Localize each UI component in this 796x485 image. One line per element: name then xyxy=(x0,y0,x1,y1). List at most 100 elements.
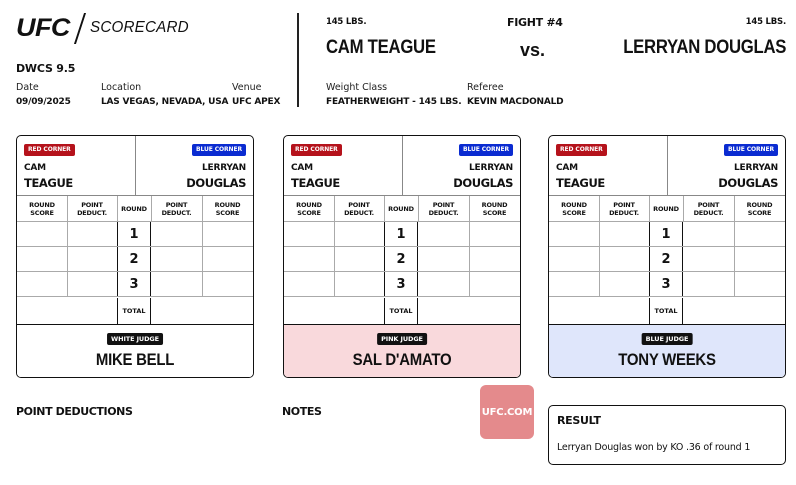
blue-corner-badge: BLUE CORNER xyxy=(723,144,778,156)
blue-round-score-cell[interactable] xyxy=(202,247,253,271)
point-deductions-title: POINT DEDUCTIONS xyxy=(16,405,133,418)
red-round-score-header: ROUND SCORE xyxy=(29,200,55,217)
total-label: TOTAL xyxy=(384,298,418,324)
red-round-score-cell[interactable] xyxy=(549,247,599,271)
red-point-deduct-cell[interactable] xyxy=(334,222,384,246)
red-point-deduct-cell[interactable] xyxy=(599,222,649,246)
red-point-deduct-header: POINT DEDUCT. xyxy=(77,200,107,217)
round-number: 1 xyxy=(384,222,418,246)
red-corner-badge: RED CORNER xyxy=(556,144,607,156)
judge-tag: WHITE JUDGE xyxy=(107,333,163,345)
blue-point-deduct-cell[interactable] xyxy=(683,272,734,296)
red-round-score-cell[interactable] xyxy=(284,247,334,271)
red-round-score-cell[interactable] xyxy=(284,272,334,296)
blue-point-deduct-cell[interactable] xyxy=(418,272,469,296)
blue-fighter-name: LERRYAN DOUGLAS xyxy=(623,37,786,58)
blue-round-score-cell[interactable] xyxy=(469,247,520,271)
round-number: 2 xyxy=(649,247,683,271)
red-total-cell[interactable] xyxy=(284,298,384,324)
blue-round-score-cell[interactable] xyxy=(734,272,785,296)
total-row: TOTAL xyxy=(284,298,520,324)
red-last-name: TEAGUE xyxy=(556,176,605,190)
blue-point-deduct-cell[interactable] xyxy=(151,272,202,296)
event-name: DWCS 9.5 xyxy=(16,62,76,75)
red-last-name: TEAGUE xyxy=(24,176,73,190)
blue-round-score-cell[interactable] xyxy=(734,247,785,271)
red-corner-badge: RED CORNER xyxy=(291,144,342,156)
round-header: ROUND xyxy=(121,204,147,213)
blue-point-deduct-header: POINT DEDUCT. xyxy=(161,200,192,217)
blue-point-deduct-cell[interactable] xyxy=(418,247,469,271)
red-first-name: CAM xyxy=(556,163,578,173)
red-round-score-cell[interactable] xyxy=(17,247,67,271)
red-total-cell[interactable] xyxy=(549,298,649,324)
blue-first-name: LERRYAN xyxy=(201,163,246,173)
round-number: 3 xyxy=(649,272,683,296)
blue-total-cell[interactable] xyxy=(151,298,253,324)
ufc-com-button[interactable]: UFC.COM xyxy=(480,385,534,439)
total-row: TOTAL xyxy=(17,298,253,324)
blue-round-score-header: ROUND SCORE xyxy=(746,200,773,217)
red-point-deduct-cell[interactable] xyxy=(334,272,384,296)
blue-point-deduct-cell[interactable] xyxy=(683,247,734,271)
red-round-score-cell[interactable] xyxy=(17,222,67,246)
round-number: 3 xyxy=(117,272,151,296)
blue-round-score-cell[interactable] xyxy=(469,272,520,296)
location-label: Location xyxy=(101,82,142,93)
blue-point-deduct-cell[interactable] xyxy=(151,247,202,271)
blue-total-cell[interactable] xyxy=(418,298,520,324)
judge-area: BLUE JUDGE TONY WEEKS xyxy=(549,324,785,377)
blue-round-score-cell[interactable] xyxy=(202,222,253,246)
judge-scorecard-2: RED CORNER BLUE CORNER CAM TEAGUE LERRYA… xyxy=(283,135,521,378)
score-grid-header: ROUND SCORE POINT DEDUCT. ROUND POINT DE… xyxy=(549,196,785,222)
blue-point-deduct-cell[interactable] xyxy=(151,222,202,246)
blue-round-score-cell[interactable] xyxy=(469,222,520,246)
blue-first-name: LERRYAN xyxy=(733,163,778,173)
vs-label: vs. xyxy=(520,40,546,60)
judge-name: MIKE BELL xyxy=(95,350,175,369)
header-divider xyxy=(297,13,299,107)
round-row: 3 xyxy=(284,272,520,297)
result-title: RESULT xyxy=(557,414,601,427)
round-number: 1 xyxy=(649,222,683,246)
blue-round-score-header: ROUND SCORE xyxy=(214,200,241,217)
blue-round-score-cell[interactable] xyxy=(202,272,253,296)
blue-point-deduct-cell[interactable] xyxy=(683,222,734,246)
corner-divider xyxy=(667,136,668,196)
round-row: 1 xyxy=(549,222,785,247)
red-point-deduct-cell[interactable] xyxy=(67,247,117,271)
scorecard-header: UFC SCORECARD DWCS 9.5 Date 09/09/2025 L… xyxy=(0,0,796,120)
total-label: TOTAL xyxy=(649,298,683,324)
red-round-score-cell[interactable] xyxy=(549,272,599,296)
red-round-score-cell[interactable] xyxy=(17,272,67,296)
round-row: 1 xyxy=(17,222,253,247)
red-total-cell[interactable] xyxy=(17,298,117,324)
red-point-deduct-cell[interactable] xyxy=(67,222,117,246)
score-grid-header: ROUND SCORE POINT DEDUCT. ROUND POINT DE… xyxy=(284,196,520,222)
judge-scorecard-1: RED CORNER BLUE CORNER CAM TEAGUE LERRYA… xyxy=(16,135,254,378)
red-round-score-cell[interactable] xyxy=(284,222,334,246)
round-header: ROUND xyxy=(388,204,414,213)
result-text: Lerryan Douglas won by KO .36 of round 1 xyxy=(557,442,751,453)
round-number: 3 xyxy=(384,272,418,296)
round-row: 1 xyxy=(284,222,520,247)
red-first-name: CAM xyxy=(291,163,313,173)
red-point-deduct-cell[interactable] xyxy=(599,272,649,296)
red-round-score-cell[interactable] xyxy=(549,222,599,246)
red-point-deduct-cell[interactable] xyxy=(67,272,117,296)
blue-point-deduct-header: POINT DEDUCT. xyxy=(693,200,724,217)
round-row: 3 xyxy=(549,272,785,297)
result-box: RESULT Lerryan Douglas won by KO .36 of … xyxy=(548,405,786,465)
blue-total-cell[interactable] xyxy=(683,298,785,324)
corner-divider xyxy=(402,136,403,196)
blue-point-deduct-cell[interactable] xyxy=(418,222,469,246)
red-point-deduct-cell[interactable] xyxy=(599,247,649,271)
date-value: 09/09/2025 xyxy=(16,97,71,107)
weight-class-value: FEATHERWEIGHT - 145 LBS. xyxy=(326,97,462,107)
red-point-deduct-header: POINT DEDUCT. xyxy=(609,200,639,217)
round-row: 2 xyxy=(549,247,785,272)
logo-slash xyxy=(73,12,86,44)
blue-last-name: DOUGLAS xyxy=(718,176,778,190)
red-point-deduct-cell[interactable] xyxy=(334,247,384,271)
blue-round-score-cell[interactable] xyxy=(734,222,785,246)
